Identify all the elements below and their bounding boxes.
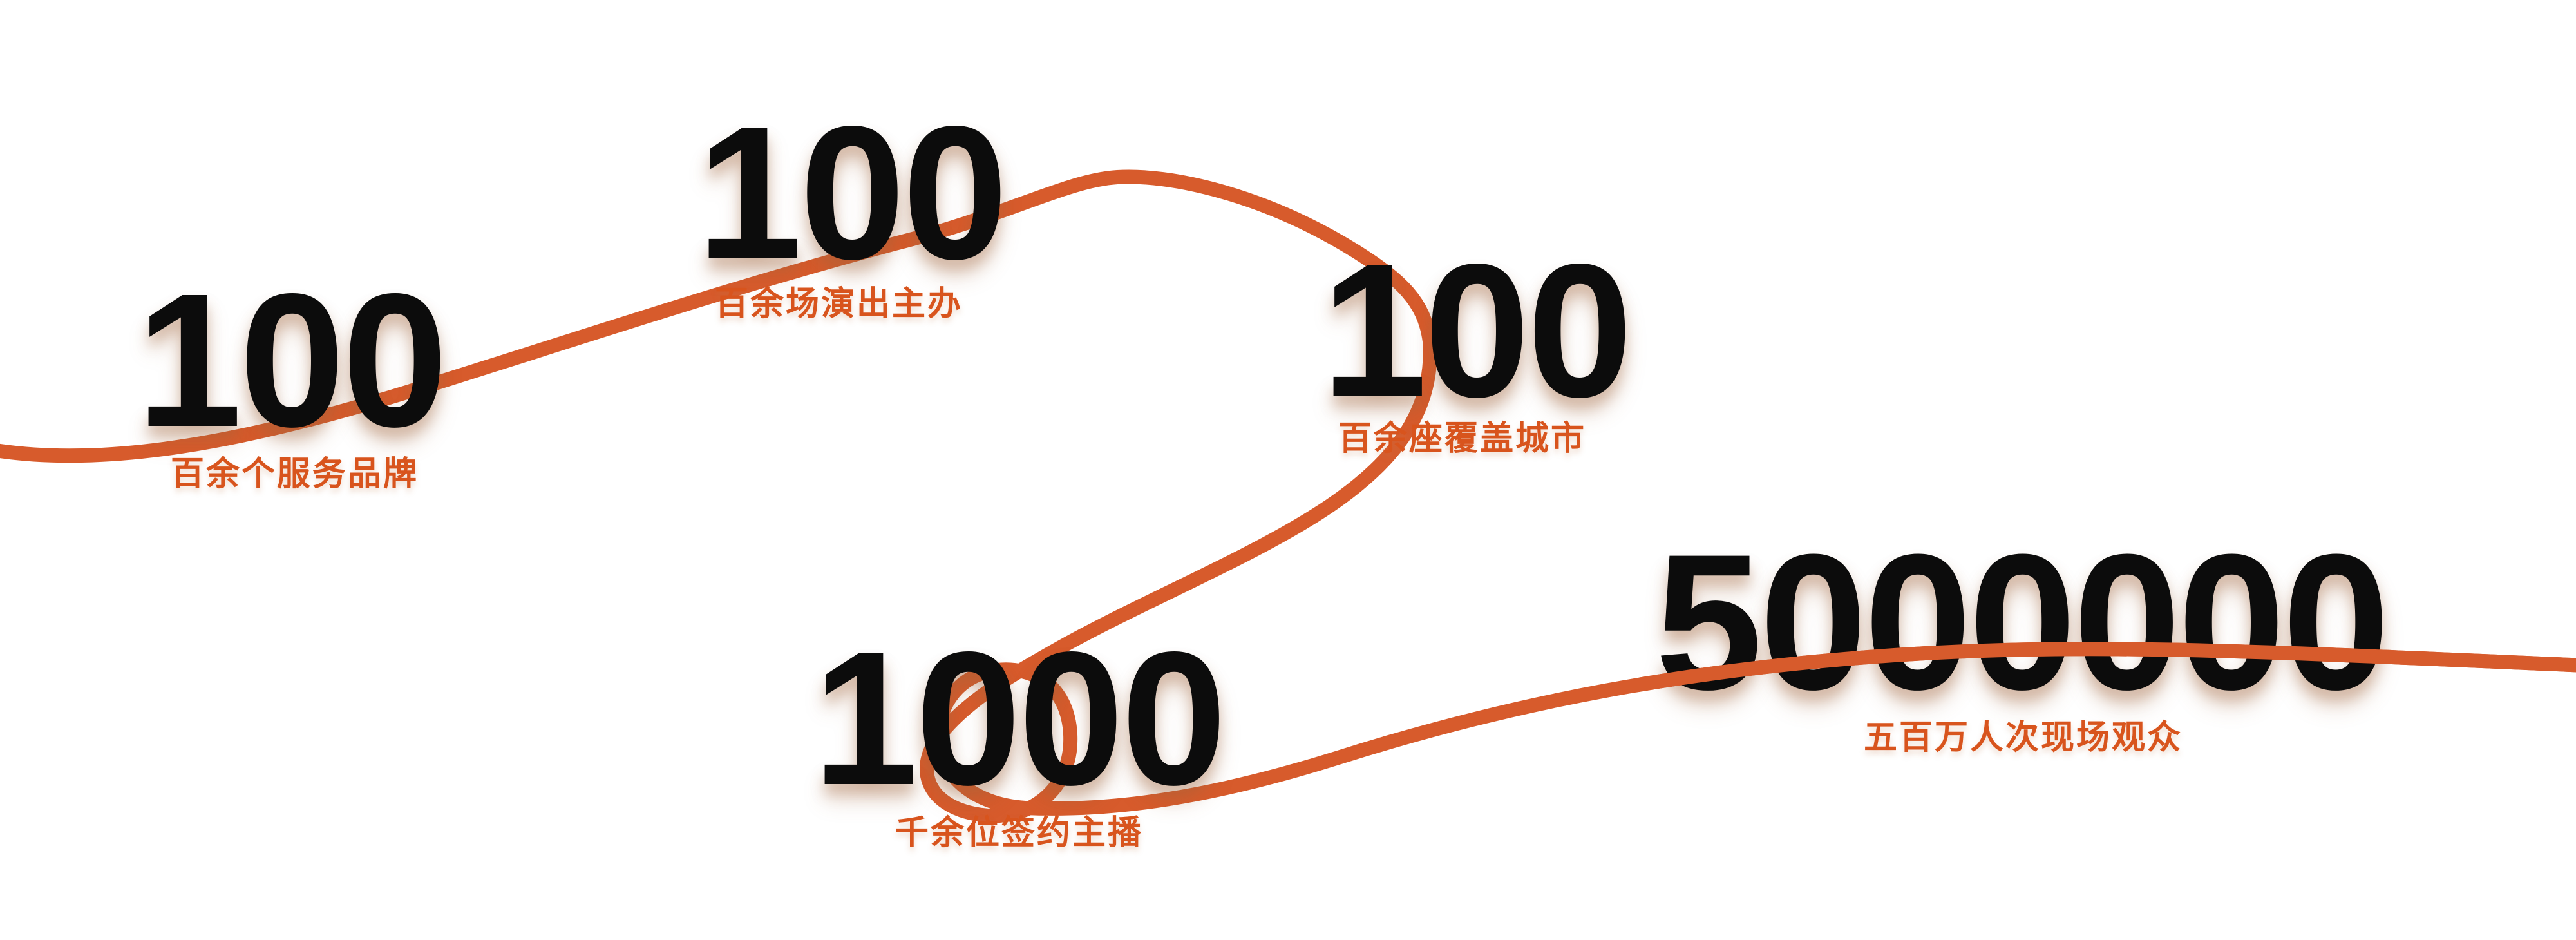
stat-label: 百余个服务品牌: [171, 456, 419, 493]
stat-value: 5000000: [1655, 513, 2390, 730]
stat-label: 百余座覆盖城市: [1338, 420, 1587, 457]
stat-signed-streamers: 1000 千余位签约主播: [813, 612, 1227, 850]
stat-value: 100: [137, 254, 448, 466]
stat-live-audience: 5000000 五百万人次现场观众: [1655, 513, 2390, 754]
stat-label: 五百万人次现场观众: [1864, 719, 2183, 756]
stat-value: 1000: [813, 612, 1227, 825]
stat-shows-hosted: 100 百余场演出主办: [697, 86, 1008, 321]
stat-label: 百余场演出主办: [715, 285, 963, 323]
stat-value: 100: [697, 86, 1008, 299]
stat-value: 100: [1321, 224, 1633, 437]
stat-service-brands: 100 百余个服务品牌: [137, 254, 448, 492]
stat-cities-covered: 100 百余座覆盖城市: [1321, 224, 1633, 456]
stat-label: 千余位签约主播: [895, 814, 1144, 852]
